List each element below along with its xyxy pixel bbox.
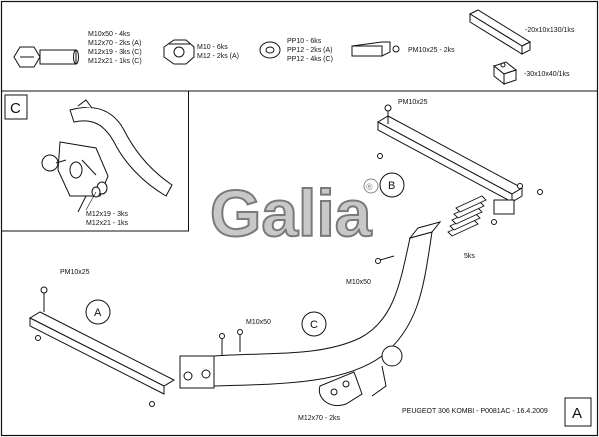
bolt-illustration [13, 46, 79, 68]
bolt-line-1: M10x50 - 4ks [88, 31, 131, 38]
nut-line-1: M10 - 6ks [197, 44, 228, 51]
detail-letter-box [4, 94, 28, 120]
washer-line-1: PP10 - 6ks [287, 38, 322, 45]
bolt-line-2: M12x70 - 2ks (A) [88, 40, 141, 47]
detail-label-2: M12x21 - 1ks [86, 220, 129, 227]
callout-bolts-bottom: M12x70 - 2ks [298, 415, 341, 422]
spacer-stack [447, 195, 487, 237]
long-spacer-label: -20x10x130/1ks [525, 27, 575, 34]
detail-letter: C [10, 100, 21, 117]
square-spacer-label: -30x10x40/1ks [524, 71, 570, 78]
galia-logo: Galia [210, 176, 373, 250]
washer-illustration [259, 41, 281, 59]
square-spacer-illustration [492, 61, 518, 86]
callout-spacer-qty: 5ks [464, 253, 475, 260]
nut-line-2: M12 - 2ks (A) [197, 53, 239, 60]
callout-bolts-center: M10x50 [246, 319, 271, 326]
crossbar-b [376, 104, 543, 225]
footer-caption: PEUGEOT 306 KOMBI - P0081AC - 16.4.2009 [402, 408, 548, 415]
sheet-letter-box [564, 397, 592, 427]
callout-pm-top: PM10x25 [398, 99, 428, 106]
detail-view-frame [1, 90, 189, 232]
callout-pm-left: PM10x25 [60, 269, 90, 276]
bolt-set-center [219, 329, 243, 356]
detail-leader [85, 191, 97, 211]
detail-label-1: M12x19 - 3ks [86, 211, 129, 218]
plate-illustration [351, 41, 400, 57]
bolt-line-3: M12x19 - 3ks (C) [88, 49, 142, 56]
crossbar-a [28, 286, 176, 407]
callout-a: A [94, 307, 102, 319]
main-beam [179, 221, 442, 406]
callout-circle-a [85, 299, 111, 325]
callout-b: B [388, 180, 395, 192]
callout-circle-b [379, 172, 405, 198]
long-spacer-illustration [468, 9, 532, 55]
sheet-letter: A [572, 405, 582, 422]
washer-line-3: PP12 - 4ks (C) [287, 56, 333, 63]
registered-mark-ring [363, 178, 379, 194]
callout-circle-c [301, 311, 327, 337]
bolt-line-4: M12x21 - 1ks (C) [88, 58, 142, 65]
washer-line-2: PP12 - 2ks (A) [287, 47, 333, 54]
registered-mark: ® [366, 182, 373, 192]
nut-illustration [163, 39, 195, 65]
plate-label: PM10x25 - 2ks [408, 47, 455, 54]
detail-bracket-illustration [41, 99, 173, 213]
callout-c: C [310, 319, 318, 331]
bolt-set-mid [375, 255, 395, 264]
callout-bolts-mid: M10x50 [346, 279, 371, 286]
